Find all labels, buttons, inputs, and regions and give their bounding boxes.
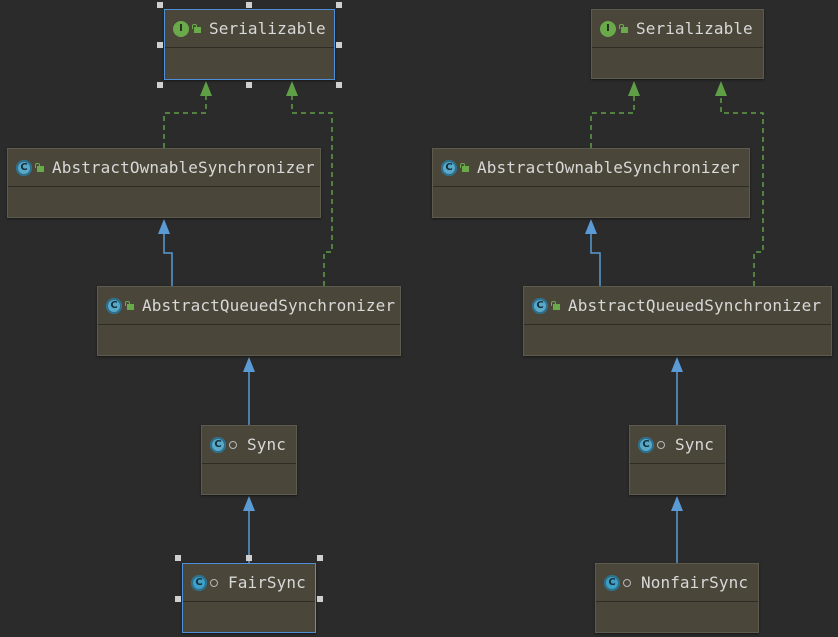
selection-handle[interactable]: [336, 42, 342, 48]
public-visibility-icon: [192, 24, 201, 33]
node-label: AbstractOwnableSynchronizer: [477, 158, 740, 177]
selection-handle[interactable]: [336, 2, 342, 8]
abstract-class-icon: C: [638, 436, 654, 453]
node-right-abstract-queued-synchronizer[interactable]: C AbstractQueuedSynchronizer: [523, 286, 832, 356]
implements-edge-right-aqs: [715, 81, 764, 286]
node-left-fair-sync[interactable]: C FairSync: [182, 563, 316, 633]
selection-handle[interactable]: [246, 555, 252, 561]
package-private-visibility-icon: [623, 578, 631, 587]
node-label: NonfairSync: [641, 573, 749, 592]
class-icon: C: [604, 574, 620, 591]
selection-handle[interactable]: [157, 2, 163, 8]
implements-edge-left-aos: [163, 81, 212, 148]
interface-icon: I: [600, 20, 616, 37]
node-label: AbstractQueuedSynchronizer: [568, 296, 822, 315]
public-visibility-icon: [551, 301, 560, 310]
package-private-visibility-icon: [229, 440, 237, 449]
extends-edge-left-aqs: [158, 219, 173, 286]
node-label: AbstractOwnableSynchronizer: [52, 158, 315, 177]
selection-handle[interactable]: [317, 555, 323, 561]
class-icon: C: [191, 574, 207, 591]
public-visibility-icon: [125, 301, 134, 310]
implements-edge-right-aos: [590, 81, 640, 148]
selection-handle[interactable]: [175, 555, 181, 561]
node-label: FairSync: [228, 573, 306, 592]
node-left-abstract-ownable-synchronizer[interactable]: C AbstractOwnableSynchronizer: [7, 148, 321, 218]
abstract-class-icon: C: [532, 297, 548, 314]
public-visibility-icon: [35, 163, 44, 172]
node-label: Sync: [247, 435, 286, 454]
node-left-sync[interactable]: C Sync: [201, 425, 297, 495]
package-private-visibility-icon: [657, 440, 665, 449]
node-right-sync[interactable]: C Sync: [629, 425, 726, 495]
package-private-visibility-icon: [210, 578, 218, 587]
selection-handle[interactable]: [246, 2, 252, 8]
abstract-class-icon: C: [210, 436, 226, 453]
selection-handle[interactable]: [175, 596, 181, 602]
node-right-abstract-ownable-synchronizer[interactable]: C AbstractOwnableSynchronizer: [432, 148, 750, 218]
extends-edge-left-leaf: [243, 496, 255, 563]
node-left-serializable[interactable]: I Serializable: [164, 9, 335, 80]
selection-handle[interactable]: [157, 82, 163, 88]
extends-edge-left-sync: [243, 357, 255, 425]
node-label: Serializable: [209, 19, 326, 38]
implements-edge-left-aqs: [286, 81, 333, 286]
abstract-class-icon: C: [106, 297, 122, 314]
node-right-serializable[interactable]: I Serializable: [591, 9, 764, 79]
extends-edge-right-sync: [671, 357, 683, 425]
node-left-abstract-queued-synchronizer[interactable]: C AbstractQueuedSynchronizer: [97, 286, 401, 356]
node-label: Sync: [675, 435, 714, 454]
selection-handle[interactable]: [246, 82, 252, 88]
extends-edge-right-aqs: [585, 219, 601, 286]
selection-handle[interactable]: [157, 42, 163, 48]
public-visibility-icon: [460, 163, 469, 172]
abstract-class-icon: C: [16, 159, 32, 176]
node-right-nonfair-sync[interactable]: C NonfairSync: [595, 563, 759, 633]
extends-edge-right-leaf: [671, 496, 683, 563]
interface-icon: I: [173, 20, 189, 37]
node-label: Serializable: [636, 19, 753, 38]
node-label: AbstractQueuedSynchronizer: [142, 296, 396, 315]
abstract-class-icon: C: [441, 159, 457, 176]
selection-handle[interactable]: [336, 82, 342, 88]
public-visibility-icon: [619, 24, 628, 33]
selection-handle[interactable]: [317, 596, 323, 602]
